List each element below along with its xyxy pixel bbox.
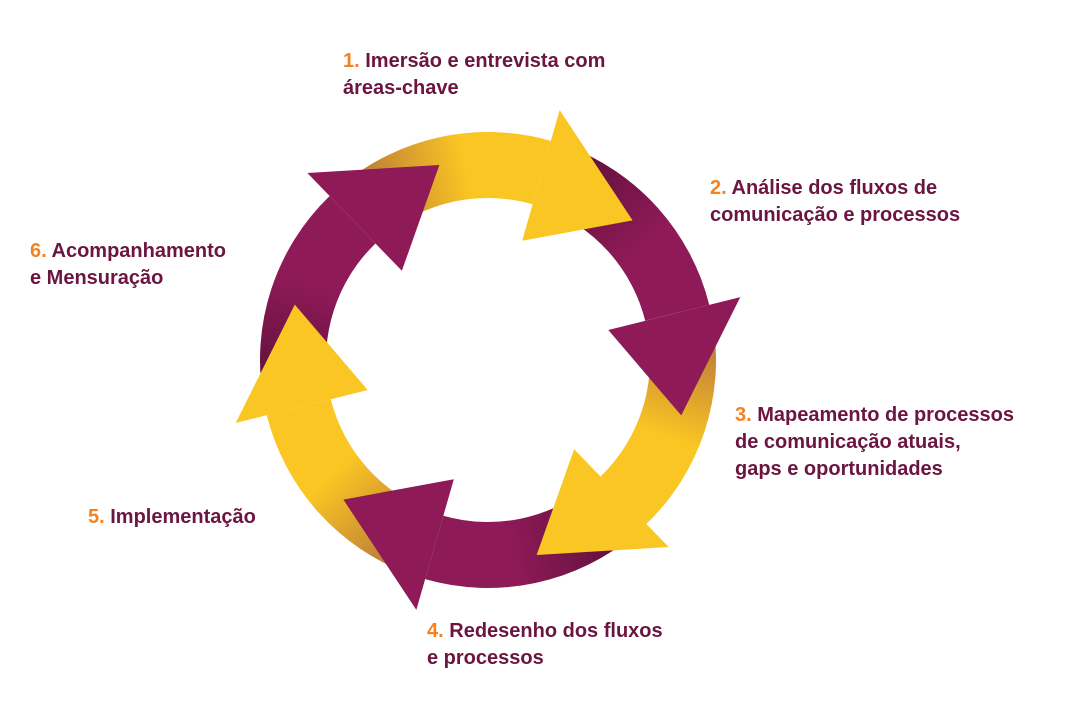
step-number: 4. — [427, 620, 444, 642]
step-text: Acompanhamento — [51, 240, 226, 262]
step-2-label: 2. Análise dos fluxos de comunicação e pr… — [710, 175, 960, 229]
cycle-arrow-head-2 — [608, 297, 741, 416]
step-number: 2. — [710, 177, 727, 199]
step-number: 5. — [88, 506, 105, 528]
step-3-label: 3. Mapeamento de processos de comunicação… — [735, 402, 1014, 483]
step-1-label: 1. Imersão e entrevista com áreas-chave — [343, 48, 605, 102]
cycle-arrow-head-1 — [522, 110, 633, 241]
step-number: 3. — [735, 404, 752, 426]
step-4-label: 4. Redesenho dos fluxos e processos — [427, 618, 663, 672]
step-text: Imersão e entrevista com — [365, 50, 606, 72]
cycle-arrow-head-3 — [536, 449, 669, 556]
cycle-arrow-head-4 — [343, 479, 454, 610]
step-6-label: 6. Acompanhamento e Mensuração — [30, 238, 226, 292]
step-text: de comunicação atuais, — [735, 431, 961, 453]
cycle-arrow-head-6 — [307, 164, 440, 271]
step-text: Implementação — [110, 506, 256, 528]
step-number: 1. — [343, 50, 360, 72]
step-5-label: 5. Implementação — [88, 504, 256, 531]
step-number: 6. — [30, 240, 47, 262]
step-text: Redesenho dos fluxos — [449, 620, 663, 642]
step-text: gaps e oportunidades — [735, 458, 943, 480]
step-text: e processos — [427, 647, 544, 669]
step-text: Mapeamento de processos — [757, 404, 1014, 426]
step-text: e Mensuração — [30, 267, 164, 289]
step-text: Análise dos fluxos de — [731, 177, 938, 199]
step-text: áreas-chave — [343, 77, 459, 99]
cycle-arrow-head-5 — [235, 304, 368, 423]
step-text: comunicação e processos — [710, 204, 961, 226]
